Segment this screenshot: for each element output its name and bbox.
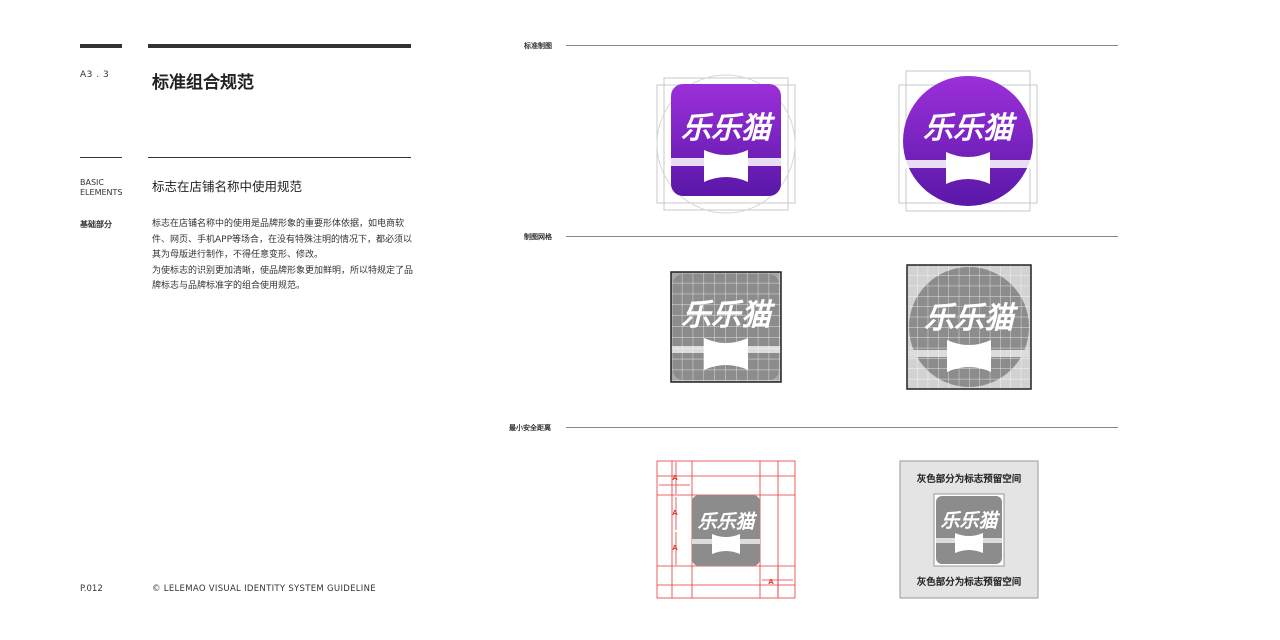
logo-wordmark: 乐乐猫	[923, 111, 1018, 146]
dimension-label: A	[768, 578, 774, 586]
logo-square-gray	[936, 496, 1002, 564]
bow-icon	[704, 150, 748, 182]
grid-lines	[671, 272, 781, 382]
mid-rule-long	[148, 157, 411, 158]
mid-rule-short	[80, 157, 122, 158]
grid-frame	[670, 271, 782, 383]
page-number: P.012	[80, 584, 103, 594]
basic-elements-cn-label: 基础部分	[80, 220, 112, 229]
grid-circle: 乐乐猫	[906, 264, 1032, 390]
logo-circle-purple	[903, 76, 1033, 206]
grid-frame	[906, 264, 1032, 390]
logo-square-gray	[692, 495, 760, 566]
basic-elements-label: BASIC ELEMENTS	[80, 178, 123, 197]
section-code: A3 . 3	[80, 70, 110, 80]
dimension-markers	[659, 462, 793, 597]
section-label-drawing-grid: 制图网格	[524, 233, 552, 241]
dimension-label: A	[672, 474, 678, 482]
bow-icon	[712, 534, 740, 554]
guideline-footer: © LELEMAO VISUAL IDENTITY SYSTEM GUIDELI…	[152, 584, 376, 594]
bow-icon	[946, 152, 990, 184]
reserved-space-note-bottom: 灰色部分为标志预留空间	[916, 577, 1022, 588]
description: 标志在店铺名称中的使用是品牌形象的重要形体依据，如电商软件、网页、手机APP等场…	[152, 217, 414, 295]
construction-rect	[663, 77, 789, 211]
dimension-label: A	[672, 544, 678, 552]
guide-outer-rect	[656, 460, 796, 599]
safe-distance-diagram: 乐乐猫 A A A A	[656, 460, 796, 599]
grid-square: 乐乐猫	[670, 271, 782, 383]
reserved-space-note-top: 灰色部分为标志预留空间	[916, 474, 1022, 485]
description-paragraph: 为使标志的识别更加清晰，使品牌形象更加鲜明，所以特规定了品牌标志与品牌标准字的组…	[152, 265, 414, 292]
dimension-label: A	[672, 509, 678, 517]
top-rule-short	[80, 44, 122, 48]
reserved-space-panel: 乐乐猫	[899, 460, 1039, 599]
description-paragraph: 标志在店铺名称中的使用是品牌形象的重要形体依据，如电商软件、网页、手机APP等场…	[152, 219, 413, 260]
bow-icon	[955, 533, 983, 553]
section-label-standard-drawing: 标准制图	[524, 42, 552, 50]
dimension-labels: A A A A	[672, 474, 774, 586]
grid-lines	[907, 265, 1031, 389]
standard-drawing-square: 乐乐猫	[656, 74, 796, 214]
standard-drawing-circle: 乐乐猫	[898, 70, 1038, 212]
construction-circle	[656, 74, 796, 214]
section-label-min-safe-distance: 最小安全距离	[509, 424, 551, 432]
subtitle: 标志在店铺名称中使用规范	[152, 179, 303, 194]
logo-square-purple	[671, 84, 781, 196]
logo-wordmark: 乐乐猫	[697, 511, 757, 533]
logo-wordmark: 乐乐猫	[940, 510, 1000, 532]
page-title: 标准组合规范	[152, 73, 254, 93]
section-line	[566, 45, 1118, 46]
section-line	[566, 236, 1118, 237]
logo-wordmark: 乐乐猫	[681, 111, 776, 146]
top-rule-long	[148, 44, 411, 48]
section-line	[566, 427, 1118, 428]
